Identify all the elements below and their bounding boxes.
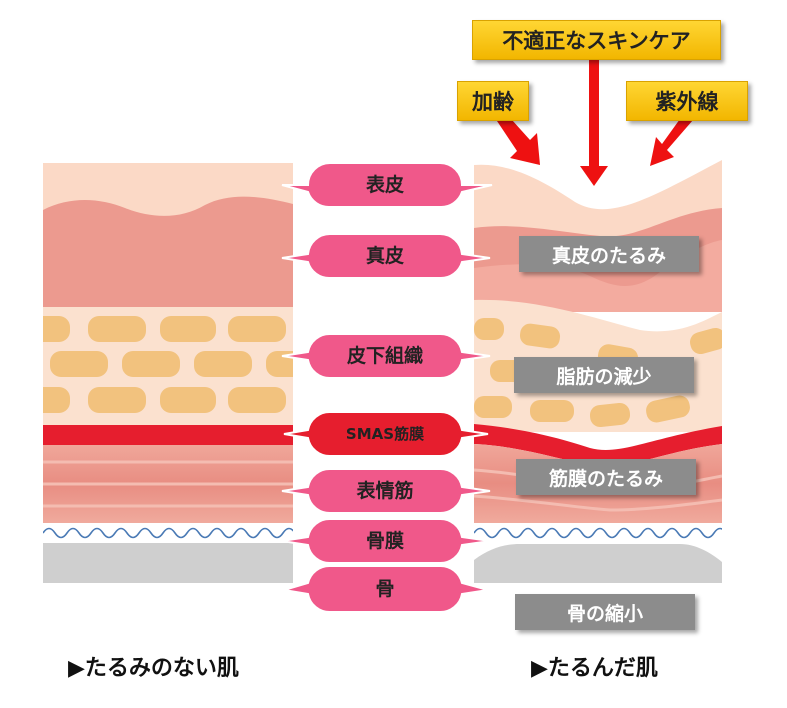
sagging-smas-fascia [474,424,722,467]
sagging-periosteum-band [474,523,722,543]
layer-label-texts: 表皮 真皮 皮下組織 SMAS筋膜 表情筋 骨膜 骨 [346,173,424,600]
layer-labels [281,162,493,614]
change-fascia-sag: 筋膜のたるみ [516,459,696,495]
pill-subcutaneous [281,332,491,380]
pill-mimetic-muscle [281,467,491,515]
pill-bone [283,564,489,614]
pill-smas [283,410,489,458]
pill-epidermis [281,162,493,209]
change-bone-shrink: 骨の縮小 [515,594,695,630]
cause-aging: 加齢 [457,81,529,121]
pill-dermis [281,232,491,280]
label-periosteum: 骨膜 [366,529,404,552]
healthy-dermis [43,196,293,307]
caption-sagging-skin: ▶たるんだ肌 [531,656,658,681]
healthy-fat-cells [43,316,293,413]
label-bone: 骨 [375,578,394,600]
healthy-muscle-fibers [43,460,293,508]
arrow-aging [495,110,540,165]
cause-improper-skincare: 不適正なスキンケア [472,20,721,60]
label-subcutaneous: 皮下組織 [347,344,423,367]
sagging-bone [474,544,722,583]
change-dermis-sag: 真皮のたるみ [519,236,699,272]
change-fat-decrease: 脂肪の減少 [514,357,694,393]
healthy-smas-fascia [43,425,293,445]
label-mimetic-muscle: 表情筋 [356,479,413,502]
label-smas: SMAS筋膜 [346,425,424,443]
label-epidermis: 表皮 [366,173,404,196]
arrow-uv [650,112,693,166]
healthy-periosteum-wave [43,527,293,539]
pill-periosteum [281,517,491,565]
caption-healthy-skin: ▶たるみのない肌 [68,656,239,681]
cause-arrows [495,58,693,186]
arrow-improper-skincare [580,58,608,186]
label-dermis: 真皮 [366,244,404,267]
sagging-periosteum-wave [474,527,722,539]
cause-uv: 紫外線 [626,81,748,121]
healthy-bone [43,543,293,583]
healthy-periosteum-band [43,523,293,543]
healthy-skin-cross-section [43,163,293,583]
sagging-dermis-drop [474,240,722,312]
